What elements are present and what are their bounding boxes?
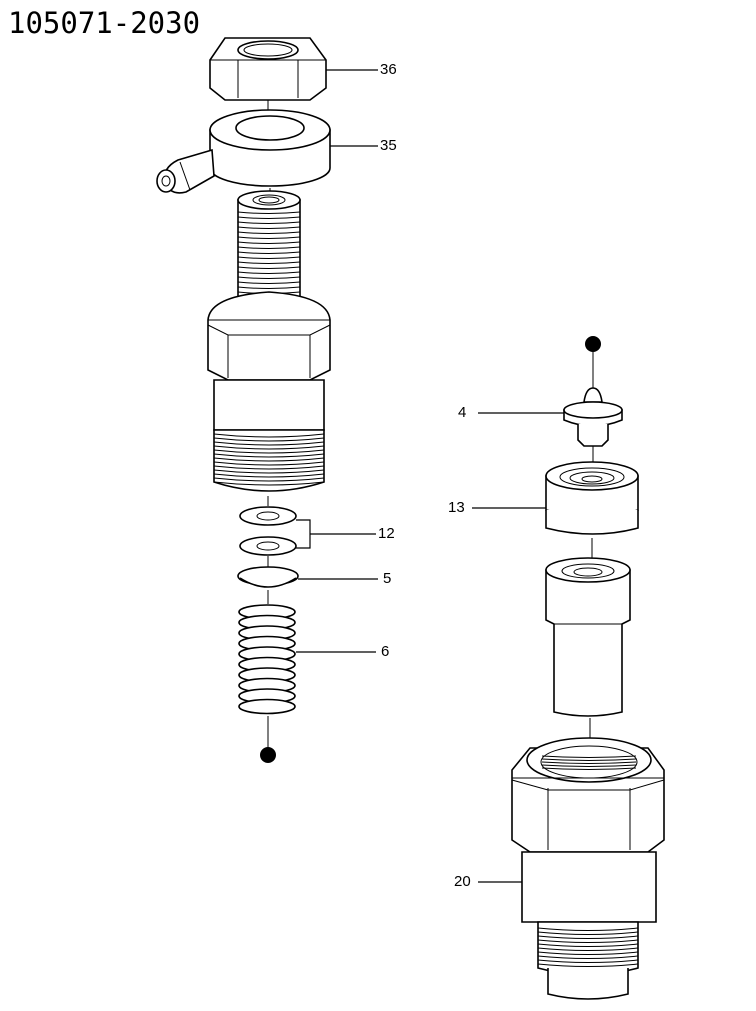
thread-line [542, 759, 636, 761]
thread-line [538, 964, 638, 967]
part-35-banjo-fitting [157, 110, 330, 193]
callout-12: 12 [378, 525, 395, 542]
part-4-pressure-pin [564, 388, 622, 446]
thread-line [214, 438, 324, 441]
callout-36: 36 [380, 61, 397, 78]
reference-dot [585, 336, 601, 352]
part-5-spring-seat [238, 567, 298, 587]
thread-line [238, 242, 300, 244]
thread-line [238, 237, 300, 239]
thread-line [214, 470, 324, 473]
part-20-retaining-nut [512, 738, 664, 999]
callout-13: 13 [448, 499, 465, 516]
leader-12-bracket [296, 520, 310, 548]
callout-5: 5 [383, 570, 392, 587]
thread-line [238, 262, 300, 264]
thread-line [538, 960, 638, 963]
thread-line [238, 227, 300, 229]
reference-dot [260, 747, 276, 763]
thread-line [214, 442, 324, 445]
thread-line [538, 948, 638, 951]
thread-line [238, 277, 300, 279]
callout-6: 6 [381, 643, 390, 660]
thread-line [542, 768, 636, 770]
thread-line [214, 458, 324, 461]
thread-line [238, 257, 300, 259]
thread-line [538, 928, 638, 931]
thread-line [214, 454, 324, 457]
thread-line [238, 217, 300, 219]
part-13-spacer [546, 462, 638, 534]
thread-line [238, 282, 300, 284]
callout-35: 35 [380, 137, 397, 154]
spring-coil [239, 700, 295, 714]
thread-line [538, 956, 638, 959]
thread-line [542, 762, 636, 764]
nozzle-body [546, 558, 630, 716]
thread-line [238, 222, 300, 224]
thread-line [542, 756, 636, 758]
thread-line [538, 952, 638, 955]
part-12-shims [240, 507, 296, 555]
thread-line [538, 936, 638, 939]
thread-line [238, 232, 300, 234]
thread-line [542, 765, 636, 767]
inlet-threaded-stem [238, 191, 300, 300]
thread-line [238, 287, 300, 289]
part-number: 105071-2030 [8, 6, 201, 40]
thread-line [214, 434, 324, 437]
thread-line [214, 462, 324, 465]
thread-line [538, 944, 638, 947]
thread-line [238, 212, 300, 214]
callout-20: 20 [454, 873, 471, 890]
thread-line [238, 267, 300, 269]
thread-line [214, 474, 324, 477]
thread-line [214, 450, 324, 453]
thread-line [214, 446, 324, 449]
thread-line [214, 478, 324, 481]
thread-line [538, 932, 638, 935]
thread-line [214, 482, 324, 485]
thread-line [238, 272, 300, 274]
part-36-hex-nut [210, 38, 326, 100]
part-6-coil-spring [239, 605, 295, 714]
thread-line [538, 940, 638, 943]
thread-line [214, 466, 324, 469]
thread-line [238, 252, 300, 254]
callout-4: 4 [458, 404, 467, 421]
nozzle-holder-body [208, 292, 330, 491]
thread-line [238, 247, 300, 249]
